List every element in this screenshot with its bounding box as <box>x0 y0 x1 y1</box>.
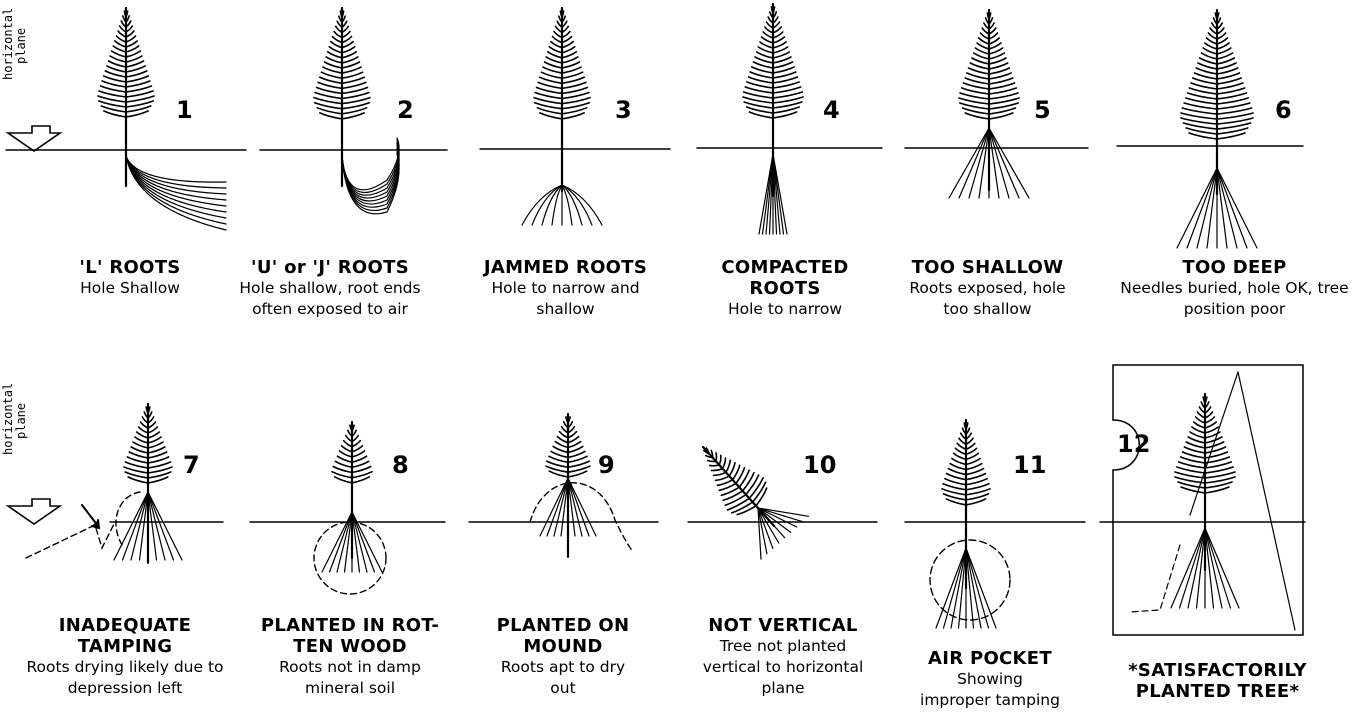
tree-roots <box>126 156 226 230</box>
panel-12-frame <box>1113 365 1303 635</box>
horizontal-plane-label-bottom: horizontal plane <box>2 383 28 455</box>
caption-title: 'L' ROOTS <box>40 257 220 278</box>
tree-roots <box>1177 168 1257 248</box>
panel-number-7: 7 <box>183 451 200 479</box>
air-pocket-outline <box>930 540 1010 620</box>
caption-title: JAMMED ROOTS <box>478 257 653 278</box>
caption-title: COMPACTED ROOTS <box>715 257 855 299</box>
panel-number-1: 1 <box>176 96 193 124</box>
caption-1: 'L' ROOTS Hole Shallow <box>40 257 220 299</box>
caption-3: JAMMED ROOTS Hole to narrow and shallow <box>478 257 653 320</box>
caption-title: 'U' or 'J' ROOTS <box>230 257 430 278</box>
tree-2 <box>314 8 399 214</box>
mound-outline <box>530 483 633 552</box>
tree-roots <box>540 478 596 536</box>
pointer-arrow <box>82 505 99 528</box>
caption-desc: Needles buried, hole OK, tree position p… <box>1112 278 1357 320</box>
caption-title: *SATISFACTORILY PLANTED TREE* <box>1105 660 1330 702</box>
caption-desc: Hole shallow, root ends often exposed to… <box>230 278 430 320</box>
panel-number-9: 9 <box>598 451 615 479</box>
caption-7: INADEQUATE TAMPING Roots drying likely d… <box>10 615 240 699</box>
tree-roots <box>522 185 602 225</box>
caption-desc: Roots not in damp mineral soil <box>275 657 425 699</box>
panel-number-12: 12 <box>1117 430 1150 458</box>
tree-roots <box>759 154 787 234</box>
caption-desc: Showing improper tamping <box>920 669 1060 711</box>
tree-12 <box>1171 394 1239 608</box>
caption-9: PLANTED ON MOUND Roots apt to dry out <box>478 615 648 699</box>
tree-7 <box>114 404 182 563</box>
tree-5 <box>949 10 1029 198</box>
tree-roots <box>1171 528 1239 608</box>
caption-5: TOO SHALLOW Roots exposed, hole too shal… <box>895 257 1080 320</box>
caption-desc: Hole to narrow and shallow <box>478 278 653 320</box>
caption-desc: Roots apt to dry out <box>498 657 628 699</box>
caption-title: NOT VERTICAL <box>688 615 878 636</box>
tree-roots <box>949 128 1029 198</box>
caption-12: *SATISFACTORILY PLANTED TREE* <box>1100 660 1335 702</box>
caption-title: TOO DEEP <box>1112 257 1357 278</box>
caption-title: AIR POCKET <box>905 648 1075 669</box>
tree-11 <box>936 420 996 628</box>
caption-desc: Hole to narrow <box>700 299 870 320</box>
tree-3 <box>522 8 602 225</box>
side-label-line2: plane <box>15 383 28 455</box>
caption-title: TOO SHALLOW <box>895 257 1080 278</box>
caption-desc: Hole Shallow <box>40 278 220 299</box>
tree-10 <box>679 426 808 559</box>
tree-roots <box>322 512 382 572</box>
panel-number-4: 4 <box>823 96 840 124</box>
panel-number-10: 10 <box>803 451 836 479</box>
caption-2: 'U' or 'J' ROOTS Hole shallow, root ends… <box>230 257 430 320</box>
panel-number-3: 3 <box>615 96 632 124</box>
caption-10: NOT VERTICAL Tree not planted vertical t… <box>688 615 878 699</box>
caption-title: INADEQUATE TAMPING <box>35 615 215 657</box>
caption-desc: Roots exposed, hole too shallow <box>895 278 1080 320</box>
tree-8 <box>322 422 382 572</box>
panel-number-2: 2 <box>397 96 414 124</box>
tree-4 <box>743 4 803 234</box>
horizontal-plane-arrow-top <box>8 126 60 151</box>
tree-roots <box>114 492 182 560</box>
caption-8: PLANTED IN ROT-TEN WOOD Roots not in dam… <box>255 615 445 699</box>
caption-4: COMPACTED ROOTS Hole to narrow <box>700 257 870 320</box>
caption-title: PLANTED IN ROT-TEN WOOD <box>255 615 445 657</box>
caption-desc: Roots drying likely due to depression le… <box>10 657 240 699</box>
panel-number-8: 8 <box>392 451 409 479</box>
caption-6: TOO DEEP Needles buried, hole OK, tree p… <box>1112 257 1357 320</box>
caption-desc: Tree not planted vertical to horizontal … <box>691 636 876 699</box>
horizontal-plane-arrow-bottom <box>8 499 60 524</box>
panel-number-5: 5 <box>1034 96 1051 124</box>
tree-roots <box>734 487 808 560</box>
horizontal-plane-label-top: horizontal plane <box>2 8 28 80</box>
tree-6 <box>1177 10 1257 248</box>
caption-title: PLANTED ON MOUND <box>483 615 643 657</box>
tree-9 <box>540 414 596 557</box>
caption-11: AIR POCKET Showing improper tamping <box>905 648 1075 711</box>
side-label-line2: plane <box>15 8 28 80</box>
ground-lines-row1 <box>6 146 1303 150</box>
panel-number-6: 6 <box>1275 96 1292 124</box>
tree-1 <box>98 8 226 230</box>
panel-number-11: 11 <box>1013 451 1046 479</box>
